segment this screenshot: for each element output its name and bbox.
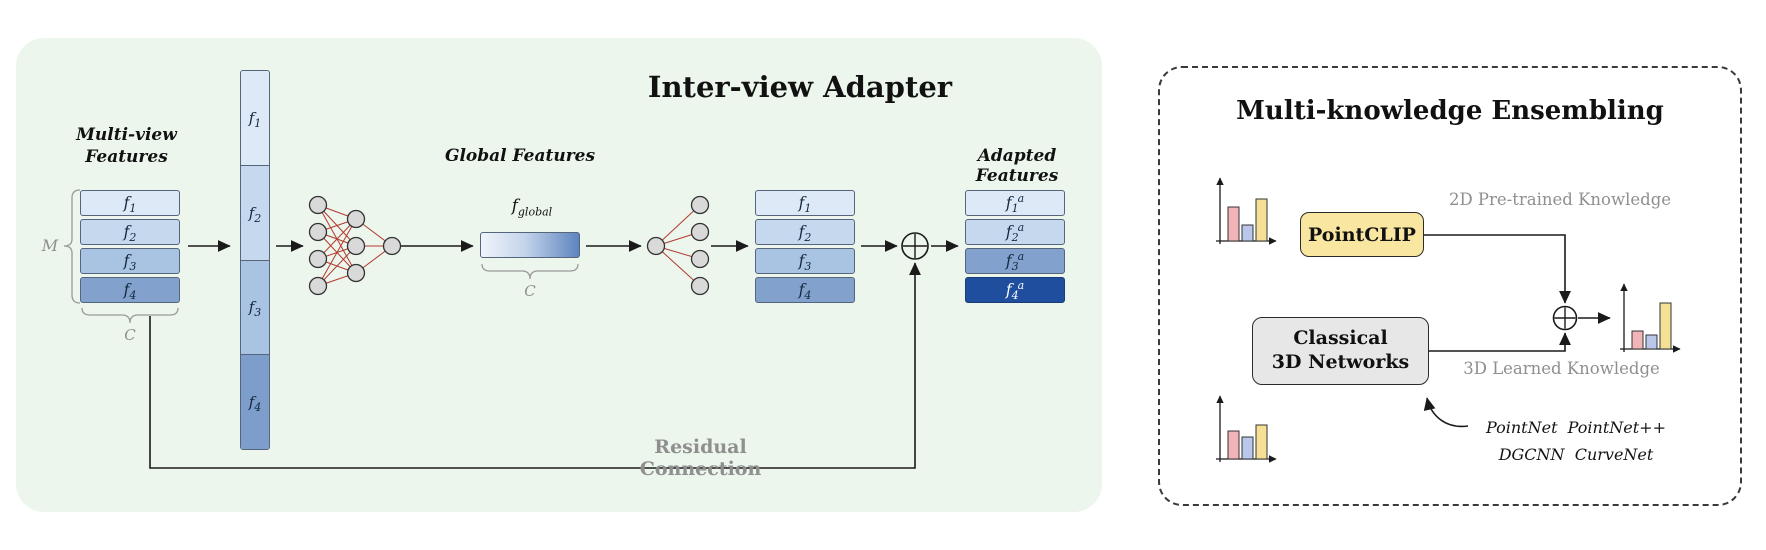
squiggle-arrow xyxy=(1423,397,1469,428)
nn2-nodes xyxy=(646,195,710,296)
concat-segment-f2: f2 xyxy=(241,165,269,261)
mid-label-f1: f1 xyxy=(798,194,812,216)
c-dimension-label-global: C xyxy=(524,282,536,300)
classical-3d-networks-box: Classical 3D Networks xyxy=(1252,317,1429,385)
arrow-classical-to-plus xyxy=(1429,332,1571,352)
multiview-features-label-line2: Features xyxy=(85,147,168,168)
classical-label-line1: Classical xyxy=(1293,327,1388,350)
adapted-label-f2a: f2a xyxy=(1005,220,1025,245)
input-feature-box-f1: f1 xyxy=(80,190,180,216)
nn1-nodes xyxy=(308,195,402,296)
concatenated-features-column: f1 f2 f3 f4 xyxy=(240,70,270,450)
bar-chart-icon-3d xyxy=(1216,395,1277,463)
knowledge-2d-label: 2D Pre-trained Knowledge xyxy=(1448,190,1672,209)
c-brace-input xyxy=(81,307,179,324)
neural-network-icon-decoder xyxy=(646,195,710,296)
adapted-feature-box-f2a: f2a xyxy=(965,219,1065,245)
residual-connection-line xyxy=(149,262,921,469)
concat-label-f2: f2 xyxy=(248,203,262,225)
feature-label-f3: f3 xyxy=(123,252,137,274)
mid-label-f2: f2 xyxy=(798,223,812,245)
c-brace-global xyxy=(481,263,579,280)
mid-feature-box-f1: f1 xyxy=(755,190,855,216)
feature-label-f2: f2 xyxy=(123,223,137,245)
knowledge-3d-label: 3D Learned Knowledge xyxy=(1463,359,1660,378)
adapted-label-f1a: f1a xyxy=(1005,191,1025,216)
adapted-feature-box-f1a: f1a xyxy=(965,190,1065,216)
multiview-features-label: Multi-view Features xyxy=(54,124,199,168)
neural-network-icon-encoder xyxy=(308,195,402,296)
flow-arrows xyxy=(149,240,959,469)
plus-circle-icon-right xyxy=(1552,305,1578,331)
global-features-label: Global Features xyxy=(444,146,596,166)
mid-feature-box-f2: f2 xyxy=(755,219,855,245)
backbone-networks-line2: DGCNN CurveNet xyxy=(1498,445,1654,465)
concat-segment-f4: f4 xyxy=(241,355,269,449)
classical-label-line2: 3D Networks xyxy=(1271,351,1410,373)
inter-view-adapter-title: Inter-view Adapter xyxy=(647,70,953,104)
bar-chart-icon-2d xyxy=(1216,177,1277,245)
m-brace xyxy=(63,189,81,304)
adapted-label-f4a: f4a xyxy=(1005,278,1025,303)
mid-label-f4: f4 xyxy=(798,281,812,303)
f-global-label: fglobal xyxy=(511,196,553,219)
multi-knowledge-panel xyxy=(1158,66,1742,506)
backbone-networks-label: PointNet PointNet++ DGCNN CurveNet xyxy=(1462,414,1690,468)
concat-label-f1: f1 xyxy=(248,108,262,130)
mid-feature-box-f3: f3 xyxy=(755,248,855,274)
mid-feature-box-f4: f4 xyxy=(755,277,855,303)
m-dimension-label: M xyxy=(41,236,59,255)
dimension-braces xyxy=(63,189,579,324)
adapted-feature-box-f3a: f3a xyxy=(965,248,1065,274)
adapted-feature-box-f4a: f4a xyxy=(965,277,1065,303)
input-feature-box-f2: f2 xyxy=(80,219,180,245)
feature-label-f1: f1 xyxy=(123,194,137,216)
input-feature-box-f4: f4 xyxy=(80,277,180,303)
input-feature-box-f3: f3 xyxy=(80,248,180,274)
pointclip-label: PointCLIP xyxy=(1308,223,1416,246)
bar-chart-icon-output xyxy=(1620,283,1681,353)
mid-label-f3: f3 xyxy=(798,252,812,274)
global-feature-bar xyxy=(480,232,580,258)
arrow-pointclip-to-plus xyxy=(1424,234,1571,304)
feature-label-f4: f4 xyxy=(123,281,137,303)
concat-label-f3: f3 xyxy=(248,298,262,320)
multiview-features-label-line1: Multi-view xyxy=(76,125,177,145)
c-dimension-label-input: C xyxy=(124,326,136,344)
plus-circle-icon-left xyxy=(901,232,929,260)
concat-segment-f1: f1 xyxy=(241,71,269,166)
adapted-label-f3a: f3a xyxy=(1005,249,1025,274)
concat-label-f4: f4 xyxy=(248,393,262,415)
adapted-features-label: Adapted Features xyxy=(975,146,1059,186)
backbone-networks-line1: PointNet PointNet++ xyxy=(1486,418,1666,437)
ensembling-arrows xyxy=(1423,234,1611,428)
pointclip-box: PointCLIP xyxy=(1300,212,1424,257)
concat-segment-f3: f3 xyxy=(241,260,269,356)
inter-view-adapter-panel xyxy=(16,38,1102,512)
residual-connection-label: Residual Connection xyxy=(639,436,762,480)
multi-knowledge-title: Multi-knowledge Ensembling xyxy=(1236,96,1664,126)
